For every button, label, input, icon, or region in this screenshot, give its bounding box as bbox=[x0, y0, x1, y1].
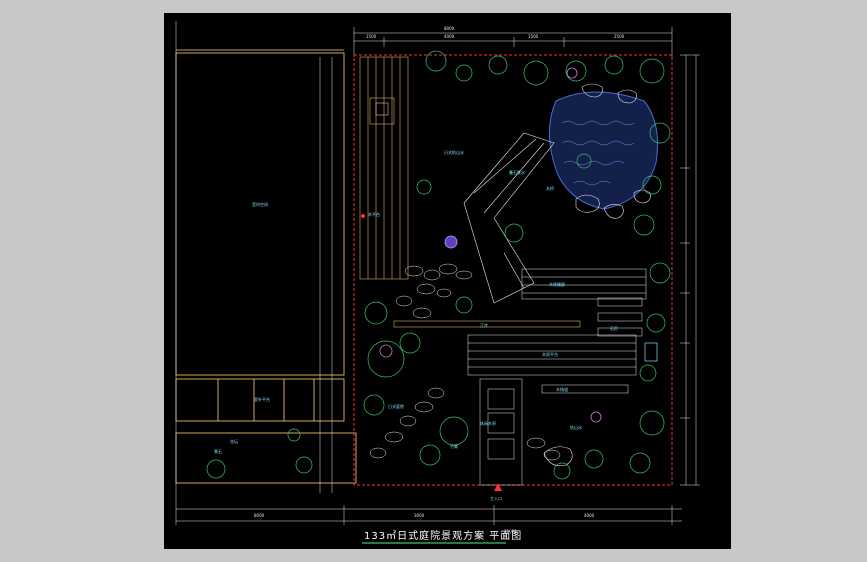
svg-text:1500: 1500 bbox=[528, 34, 539, 39]
svg-text:休闲木亭: 休闲木亭 bbox=[480, 420, 496, 426]
paving-areas bbox=[393, 268, 647, 486]
plants bbox=[206, 50, 671, 480]
dimension-text: 8000 1500 4000 1500 2500 8000 3000 4000 … bbox=[254, 26, 625, 534]
rocks bbox=[543, 83, 651, 467]
stepping-stones bbox=[369, 263, 561, 461]
svg-text:3000: 3000 bbox=[414, 513, 425, 518]
house-outline bbox=[175, 49, 357, 484]
svg-text:汀步: 汀步 bbox=[480, 322, 488, 328]
svg-text:主入口: 主入口 bbox=[490, 495, 502, 501]
svg-text:15000: 15000 bbox=[504, 529, 517, 534]
svg-text:1500: 1500 bbox=[366, 34, 377, 39]
svg-text:日式枯山水: 日式枯山水 bbox=[444, 149, 464, 155]
koi-pond bbox=[548, 91, 658, 210]
svg-text:木格栅廊: 木格栅廊 bbox=[549, 281, 565, 287]
svg-text:竹篱: 竹篱 bbox=[450, 443, 458, 449]
cad-drawing: 室内空间 木平台 日式枯山水 叠石跌水 木桥 木格栅廊 汀步 木质平台 休闲木亭… bbox=[164, 13, 731, 549]
sculpture-base bbox=[644, 342, 658, 362]
svg-text:枯山水: 枯山水 bbox=[570, 424, 582, 430]
outer-dimension-lines bbox=[175, 21, 700, 525]
svg-text:叠石跌水: 叠石跌水 bbox=[509, 169, 525, 175]
svg-text:木栈道: 木栈道 bbox=[556, 386, 568, 392]
svg-text:8000: 8000 bbox=[444, 26, 455, 31]
svg-text:室内空间: 室内空间 bbox=[252, 201, 268, 207]
svg-text:花坛: 花坛 bbox=[230, 438, 238, 444]
svg-text:景石: 景石 bbox=[214, 448, 222, 454]
svg-text:石灯: 石灯 bbox=[610, 325, 618, 331]
stone-lantern bbox=[444, 235, 458, 249]
svg-text:木桥: 木桥 bbox=[546, 185, 554, 191]
svg-text:2500: 2500 bbox=[614, 34, 625, 39]
svg-text:日式庭院: 日式庭院 bbox=[388, 403, 404, 409]
feature-trees bbox=[379, 67, 602, 423]
entrance-marker bbox=[494, 483, 502, 491]
svg-text:木平台: 木平台 bbox=[368, 211, 380, 217]
svg-text:4000: 4000 bbox=[584, 513, 595, 518]
site-plan: 室内空间 木平台 日式枯山水 叠石跌水 木桥 木格栅廊 汀步 木质平台 休闲木亭… bbox=[175, 21, 700, 534]
svg-text:4000: 4000 bbox=[444, 34, 455, 39]
timber-deck bbox=[359, 56, 409, 280]
svg-text:8000: 8000 bbox=[254, 513, 265, 518]
angled-path bbox=[463, 132, 555, 304]
title-underline bbox=[362, 542, 506, 544]
drawing-title: 133㎡日式庭院景观方案 平面图 bbox=[364, 531, 523, 542]
deck-marker bbox=[361, 214, 365, 218]
svg-text:木质平台: 木质平台 bbox=[542, 351, 558, 357]
svg-text:室外平台: 室外平台 bbox=[254, 396, 270, 402]
annotation-labels: 室内空间 木平台 日式枯山水 叠石跌水 木桥 木格栅廊 汀步 木质平台 休闲木亭… bbox=[214, 149, 618, 501]
